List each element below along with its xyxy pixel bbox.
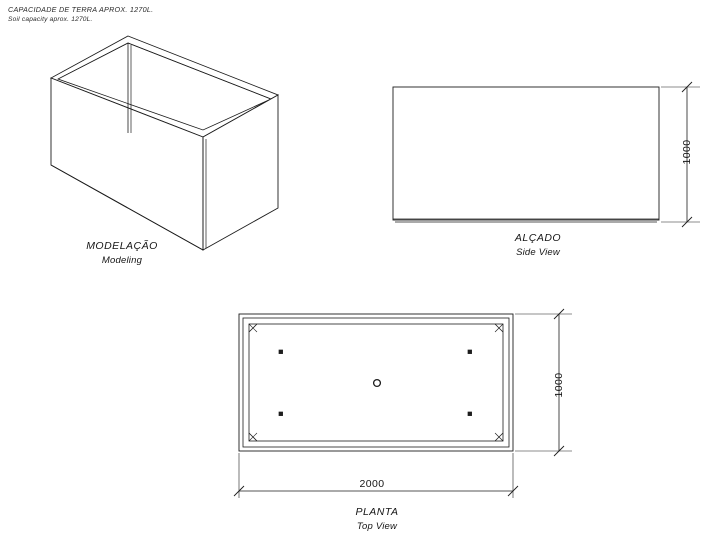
soil-capacity-note-pt: CAPACIDADE DE TERRA APROX. 1270L.	[8, 5, 154, 14]
caption-elevation-pt: ALÇADO	[514, 232, 562, 244]
plan-dim-tick-v-top	[553, 308, 565, 320]
modeling-3d-view	[49, 35, 280, 251]
chamfer-hint-tr	[494, 323, 504, 333]
elevation-dim-tick-bottom	[681, 216, 693, 228]
plan-hole-top-left	[278, 349, 283, 354]
plan-dim-tick-h-left	[233, 485, 245, 497]
chamfer-hint-tl	[248, 323, 258, 333]
caption-modeling-view: MODELAÇÃO Modeling	[52, 240, 192, 267]
body-left-bottom-edge	[50, 164, 204, 251]
plan-dim-tick-v-bottom	[553, 445, 565, 457]
interior-floor-left	[57, 42, 129, 80]
plan-centre-drain-circle	[372, 378, 382, 388]
elevation-dim-tick-top	[681, 81, 693, 93]
plan-top-view	[233, 308, 572, 498]
plan-dim-tick-h-right	[507, 485, 519, 497]
chamfer-hint-br	[494, 432, 504, 442]
caption-modeling-pt: MODELAÇÃO	[86, 240, 158, 252]
plan-hole-bottom-left	[278, 411, 283, 416]
elevation-side-view	[392, 81, 700, 228]
soil-capacity-note: CAPACIDADE DE TERRA APROX. 1270L. Soil c…	[8, 5, 153, 25]
plan-hole-top-right	[467, 349, 472, 354]
caption-plan-en: Top View	[356, 520, 398, 532]
chamfer-hint-bl	[248, 432, 258, 442]
caption-elevation-en: Side View	[516, 246, 560, 258]
caption-elevation-view: ALÇADO Side View	[468, 232, 608, 259]
interior-floor-right	[127, 42, 272, 100]
caption-plan-pt: PLANTA	[355, 506, 399, 518]
caption-modeling-en: Modeling	[101, 254, 143, 266]
dimension-label-plan-width: 2000	[359, 478, 385, 490]
dimension-label-elevation-height: 1000	[681, 139, 693, 165]
dimension-label-plan-depth: 1000	[553, 372, 565, 398]
elevation-body-rect	[392, 86, 660, 221]
caption-plan-view: PLANTA Top View	[307, 506, 447, 533]
soil-capacity-note-en: Soil capacity aprox. 1270L.	[8, 15, 93, 23]
plan-hole-bottom-right	[467, 411, 472, 416]
